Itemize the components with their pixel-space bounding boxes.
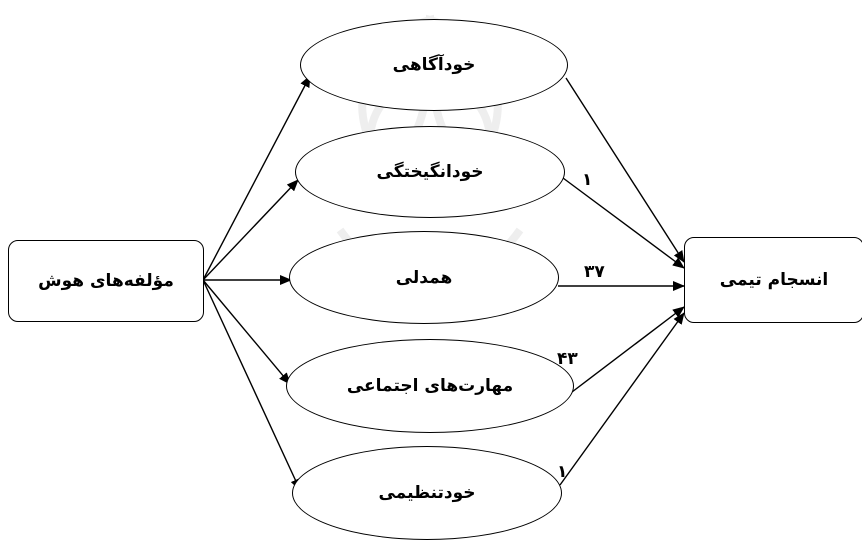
arrow-social-skills-to-target	[571, 306, 685, 393]
source-label: مؤلفه‌های هوش	[38, 271, 174, 291]
arrow-self-awareness-to-target	[565, 77, 685, 263]
node-self-motivation-label: خودانگیختگی	[376, 162, 484, 182]
node-empathy-label: همدلی	[395, 267, 453, 288]
node-self-awareness: خودآگاهی	[300, 19, 568, 111]
arrow-self-regulation-to-target	[559, 312, 685, 486]
coefficient-social-skills: ۴۳	[557, 349, 578, 369]
node-social-skills-label: مهارت‌های اجتماعی	[346, 376, 514, 396]
source-box: مؤلفه‌های هوش	[8, 240, 204, 322]
arrow-source-to-social-skills	[202, 279, 291, 385]
node-empathy: همدلی	[289, 231, 559, 324]
coefficient-self-regulation: ۱	[557, 462, 568, 482]
arrow-self-motivation-to-target	[562, 177, 685, 269]
node-self-motivation: خودانگیختگی	[295, 126, 565, 218]
arrow-source-to-self-regulation	[202, 279, 301, 491]
target-label: انسجام تیمی	[719, 270, 829, 290]
node-social-skills: مهارت‌های اجتماعی	[286, 339, 574, 433]
arrow-source-to-self-motivation	[202, 179, 299, 281]
arrow-source-to-self-awareness	[202, 75, 311, 281]
node-self-awareness-label: خودآگاهی	[392, 55, 476, 75]
node-self-regulation-label: خودتنظیمی	[378, 483, 476, 503]
coefficient-empathy: ۳۷	[584, 262, 605, 282]
node-self-regulation: خودتنظیمی	[292, 446, 562, 540]
coefficient-self-motivation: ۱	[582, 170, 593, 190]
target-box: انسجام تیمی	[684, 237, 862, 323]
